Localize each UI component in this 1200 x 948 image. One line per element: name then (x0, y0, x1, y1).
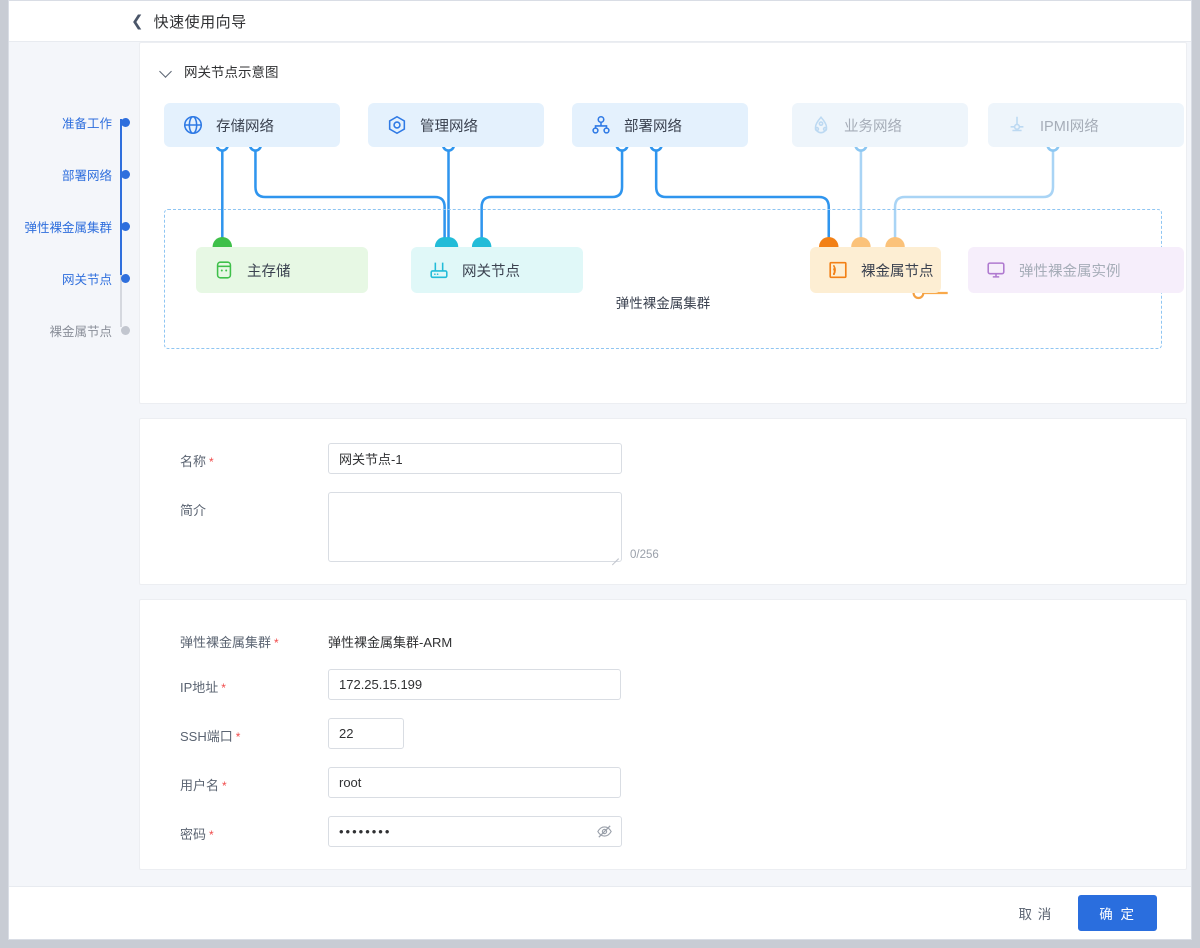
name-label-text: 名称 (180, 454, 207, 469)
hexagon-target-icon (388, 115, 406, 135)
network-card-management[interactable]: 管理网络 (368, 103, 544, 147)
step-item-3[interactable]: 网关节点 (9, 269, 139, 288)
eye-off-icon[interactable] (596, 823, 613, 840)
cluster-label-text: 弹性裸金属集群 (180, 635, 272, 650)
password-input[interactable] (328, 816, 622, 847)
form-row-name: 名称* (156, 443, 1170, 474)
form-row-username: 用户名* (156, 767, 1170, 798)
network-card-label: 业务网络 (844, 118, 902, 135)
network-card-business[interactable]: 业务网络 (792, 103, 968, 147)
globe-icon (183, 115, 203, 135)
node-card-label: 主存储 (247, 263, 291, 280)
network-card-label: 管理网络 (420, 118, 478, 135)
username-label-text: 用户名 (180, 778, 220, 793)
description-label: 简介 (180, 503, 207, 518)
chevron-left-icon[interactable]: ❮ (131, 12, 144, 30)
ssh-port-label: SSH端口* (156, 718, 328, 745)
step-item-0[interactable]: 准备工作 (9, 113, 139, 132)
cluster-caption: 弹性裸金属集群 (615, 296, 711, 311)
ipmi-probe-icon (1010, 116, 1024, 132)
step-label: 部署网络 (61, 169, 112, 183)
form-row-description: 简介 0/256 (156, 492, 1170, 562)
network-card-ipmi[interactable]: IPMI网络 (988, 103, 1184, 147)
required-marker: * (222, 779, 227, 793)
required-marker: * (274, 636, 279, 650)
network-card-storage[interactable]: 存储网络 (164, 103, 340, 147)
step-dot-icon (121, 118, 130, 127)
diagram-title: 网关节点示意图 (184, 65, 279, 80)
ip-address-input[interactable] (328, 669, 621, 700)
step-label: 准备工作 (61, 117, 112, 131)
sitemap-icon (592, 115, 610, 134)
required-marker: * (209, 828, 214, 842)
rail-segment-3 (120, 223, 122, 275)
form-row-password: 密码* (156, 816, 1170, 847)
username-input[interactable] (328, 767, 621, 798)
wizard-window: ❮ 快速使用向导 准备工作 部署网络 弹性裸金属集群 网关节点 (8, 0, 1192, 940)
step-rail: 准备工作 部署网络 弹性裸金属集群 网关节点 裸金属节点 (9, 42, 139, 886)
step-label: 弹性裸金属集群 (24, 221, 112, 235)
name-label: 名称* (156, 443, 328, 470)
network-card-label: IPMI网络 (1040, 118, 1099, 135)
node-card-label: 弹性裸金属实例 (1019, 263, 1121, 280)
step-item-4[interactable]: 裸金属节点 (9, 321, 139, 340)
rail-segment-1 (120, 119, 122, 171)
rail-segment-4 (120, 275, 122, 327)
step-dot-icon (121, 170, 130, 179)
monitor-icon (987, 262, 1005, 278)
network-card-deploy[interactable]: 部署网络 (572, 103, 748, 147)
network-topology-diagram: 存储网络 管理网络 部署网络 (156, 95, 1184, 385)
node-card-baremetal[interactable]: 裸金属节点 (810, 247, 941, 293)
signal-rack-icon (829, 261, 847, 279)
confirm-button[interactable]: 确 定 (1078, 895, 1157, 931)
router-icon (430, 262, 448, 279)
form-row-ssh-port: SSH端口* (156, 718, 1170, 749)
step-dot-icon (121, 274, 130, 283)
required-marker: * (235, 730, 241, 744)
step-dot-icon (121, 326, 130, 335)
node-card-primary-storage[interactable]: 主存储 (196, 247, 368, 293)
diagram-collapse-header[interactable]: 网关节点示意图 (156, 57, 1170, 81)
rail-segment-2 (120, 171, 122, 223)
wizard-footer: 取 消 确 定 (9, 886, 1191, 939)
ssh-port-label-text: SSH端口 (180, 729, 233, 744)
wizard-content: 网关节点示意图 (139, 42, 1191, 886)
page-title: 快速使用向导 (153, 13, 247, 31)
step-label: 裸金属节点 (49, 325, 112, 339)
cluster-label: 弹性裸金属集群* (156, 624, 328, 651)
wizard-body: 准备工作 部署网络 弹性裸金属集群 网关节点 裸金属节点 (9, 42, 1191, 886)
node-card-label: 网关节点 (462, 263, 520, 280)
required-marker: * (209, 455, 214, 469)
required-marker: * (221, 681, 226, 695)
cluster-value: 弹性裸金属集群-ARM (328, 635, 453, 650)
description-counter: 0/256 (630, 549, 659, 561)
cloud-nodes-icon (814, 116, 828, 134)
cancel-button[interactable]: 取 消 (1008, 896, 1062, 930)
ip-label-text: IP地址 (180, 680, 219, 695)
step-dot-icon (121, 222, 130, 231)
basic-info-panel: 名称* 简介 0/256 (139, 418, 1187, 585)
network-card-label: 存储网络 (216, 118, 274, 135)
name-input[interactable] (328, 443, 622, 474)
network-card-label: 部署网络 (624, 118, 682, 135)
node-card-label: 裸金属节点 (861, 263, 934, 280)
connection-info-panel: 弹性裸金属集群* 弹性裸金属集群-ARM IP地址* (139, 599, 1187, 870)
chevron-down-icon[interactable] (161, 65, 173, 77)
form-row-ip: IP地址* (156, 669, 1170, 700)
password-label: 密码* (156, 816, 328, 843)
description-textarea[interactable] (328, 492, 622, 562)
database-icon (216, 261, 232, 279)
diagram-panel: 网关节点示意图 (139, 42, 1187, 404)
username-label: 用户名* (156, 767, 328, 794)
step-item-2[interactable]: 弹性裸金属集群 (9, 217, 139, 236)
password-label-text: 密码 (180, 827, 207, 842)
step-label: 网关节点 (61, 273, 112, 287)
ip-label: IP地址* (156, 669, 328, 696)
node-card-baremetal-instance[interactable]: 弹性裸金属实例 (968, 247, 1184, 293)
form-row-cluster: 弹性裸金属集群* 弹性裸金属集群-ARM (156, 624, 1170, 651)
wizard-header: ❮ 快速使用向导 (9, 1, 1191, 42)
step-item-1[interactable]: 部署网络 (9, 165, 139, 184)
ssh-port-input[interactable] (328, 718, 404, 749)
node-card-gateway[interactable]: 网关节点 (411, 247, 583, 293)
